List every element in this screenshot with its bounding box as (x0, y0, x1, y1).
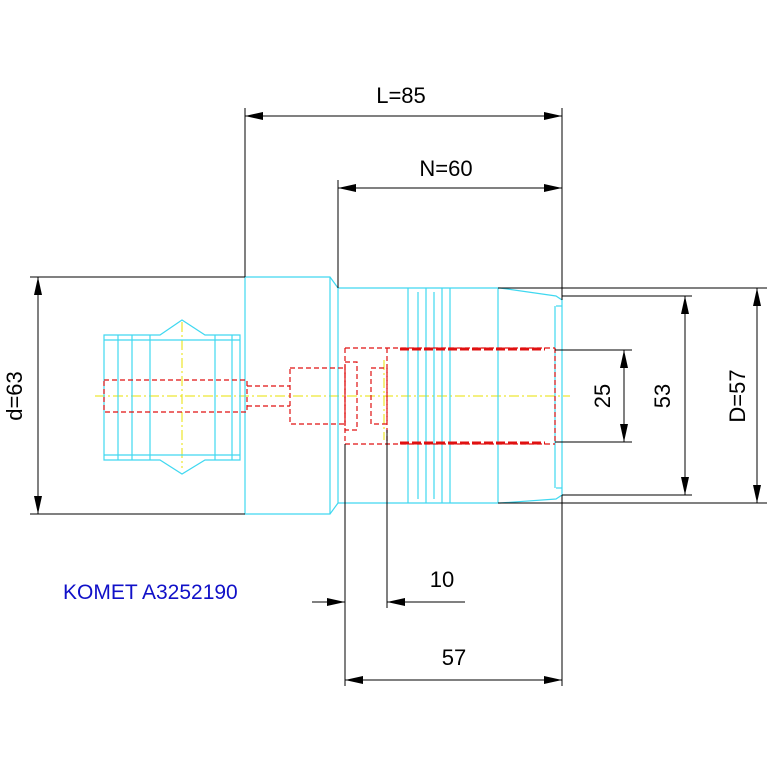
dimension-lines (30, 108, 767, 686)
dim-n-label: N=60 (419, 156, 472, 181)
dim-10-label: 10 (430, 567, 454, 592)
dim-d-label: d=63 (2, 371, 27, 421)
hidden-features (103, 347, 556, 445)
centerlines (95, 322, 570, 468)
dim-53-label: 53 (650, 384, 675, 408)
dim-length-label: L=85 (376, 83, 426, 108)
dim-big-d-label: D=57 (725, 369, 750, 422)
part-number-caption: KOMET A3252190 (63, 581, 238, 604)
left-adapter (103, 319, 241, 475)
dim-57-label: 57 (442, 645, 466, 670)
dim-25-label: 25 (590, 384, 615, 408)
